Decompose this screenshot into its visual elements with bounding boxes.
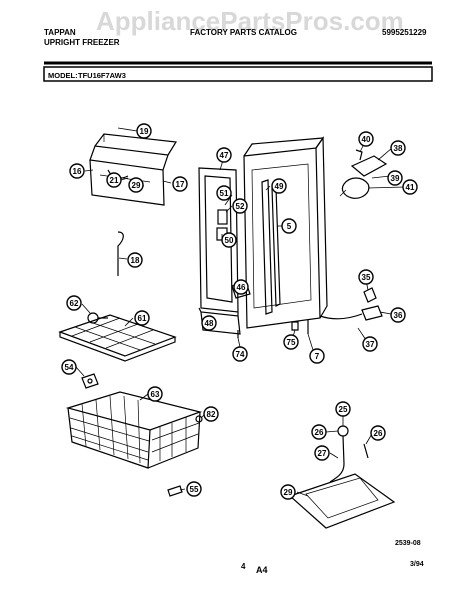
- callout-62: 62: [66, 295, 82, 311]
- callout-number: 55: [190, 485, 199, 494]
- rod-part: [117, 231, 124, 276]
- callout-48: 48: [201, 315, 217, 331]
- callout-number: 37: [366, 340, 375, 349]
- wire-shelf: [58, 314, 177, 362]
- callout-54: 54: [61, 359, 77, 375]
- callout-number: 18: [131, 256, 140, 265]
- callout-37: 37: [362, 336, 378, 352]
- model-number: TFU16F7AW3: [78, 71, 126, 80]
- callout-number: 75: [287, 338, 296, 347]
- callout-61: 61: [134, 310, 150, 326]
- brand-name: TAPPAN: [44, 28, 76, 37]
- callout-number: 82: [207, 410, 216, 419]
- callout-55: 55: [186, 481, 202, 497]
- callout-7: 7: [309, 348, 325, 364]
- callout-75: 75: [283, 334, 299, 350]
- callout-number: 35: [362, 273, 371, 282]
- callout-number: 7: [315, 352, 320, 361]
- callout-number: 39: [391, 174, 400, 183]
- product-name: UPRIGHT FREEZER: [44, 38, 120, 47]
- callout-number: 46: [237, 283, 246, 292]
- callout-36: 36: [390, 307, 406, 323]
- leader-lines: [75, 127, 406, 497]
- gasket-part: [261, 179, 273, 315]
- model-label: MODEL:: [48, 71, 78, 80]
- basket-clip: [167, 485, 183, 497]
- callout-21: 21: [106, 172, 122, 188]
- callout-50: 50: [221, 232, 237, 248]
- door-button-part: [217, 209, 228, 225]
- callout-number: 41: [406, 183, 415, 192]
- lower-hinge-assembly: [319, 287, 383, 335]
- basket-stop: [81, 373, 99, 389]
- callout-number: 50: [225, 236, 234, 245]
- plug-button: [195, 415, 203, 423]
- callout-number: 29: [132, 181, 141, 190]
- cabinet-foot: [291, 321, 299, 331]
- callout-46: 46: [233, 279, 249, 295]
- callout-number: 16: [73, 167, 82, 176]
- callout-35: 35: [358, 269, 374, 285]
- callout-16: 16: [69, 163, 85, 179]
- callout-number: 25: [339, 405, 348, 414]
- callout-number: 29: [284, 488, 293, 497]
- catalog-number: 5995251229: [382, 28, 427, 37]
- callout-number: 27: [318, 449, 327, 458]
- callout-number: 47: [220, 151, 229, 160]
- callout-26: 26: [370, 425, 386, 441]
- callout-number: 74: [236, 350, 245, 359]
- callout-number: 49: [275, 182, 284, 191]
- callout-number: 19: [140, 127, 149, 136]
- callout-52: 52: [232, 198, 248, 214]
- callout-18: 18: [127, 252, 143, 268]
- callout-38: 38: [390, 140, 406, 156]
- callout-17: 17: [172, 176, 188, 192]
- callout-number: 5: [287, 222, 292, 231]
- catalog-title: FACTORY PARTS CATALOG: [190, 28, 297, 37]
- callout-29: 29: [128, 177, 144, 193]
- callout-49: 49: [271, 178, 287, 194]
- callout-number: 38: [394, 144, 403, 153]
- callout-number: 51: [220, 189, 229, 198]
- callout-number: 26: [374, 429, 383, 438]
- callout-51: 51: [216, 185, 232, 201]
- callout-39: 39: [387, 170, 403, 186]
- callout-26: 26: [311, 424, 327, 440]
- page-number: 4: [241, 562, 246, 571]
- watermark: AppliancePartsPros.com: [96, 6, 404, 36]
- callout-82: 82: [203, 406, 219, 422]
- callout-number: 61: [138, 314, 147, 323]
- callout-47: 47: [216, 147, 232, 163]
- callout-number: 63: [151, 390, 160, 399]
- callout-number: 52: [236, 202, 245, 211]
- callout-41: 41: [402, 179, 418, 195]
- thermostat-assembly: [339, 149, 388, 199]
- revision-date: 3/94: [410, 561, 424, 568]
- page-ref: A4: [256, 565, 268, 575]
- cabinet-body: [243, 136, 328, 329]
- callout-number: 54: [65, 363, 74, 372]
- callout-63: 63: [147, 386, 163, 402]
- callout-27: 27: [314, 445, 330, 461]
- callout-number: 62: [70, 299, 79, 308]
- callout-19: 19: [136, 123, 152, 139]
- callout-74: 74: [232, 346, 248, 362]
- callout-5: 5: [281, 218, 297, 234]
- callout-25: 25: [335, 401, 351, 417]
- callout-40: 40: [358, 131, 374, 147]
- model-box: [43, 66, 433, 82]
- wire-basket: [65, 391, 203, 469]
- callout-number: 26: [315, 428, 324, 437]
- callout-number: 17: [176, 180, 185, 189]
- callout-number: 40: [362, 135, 371, 144]
- callout-number: 36: [394, 311, 403, 320]
- figure-code: 2539-08: [395, 540, 421, 547]
- drain-assembly: [288, 425, 396, 529]
- callout-29: 29: [280, 484, 296, 500]
- callout-number: 48: [205, 319, 214, 328]
- callout-number: 21: [110, 176, 119, 185]
